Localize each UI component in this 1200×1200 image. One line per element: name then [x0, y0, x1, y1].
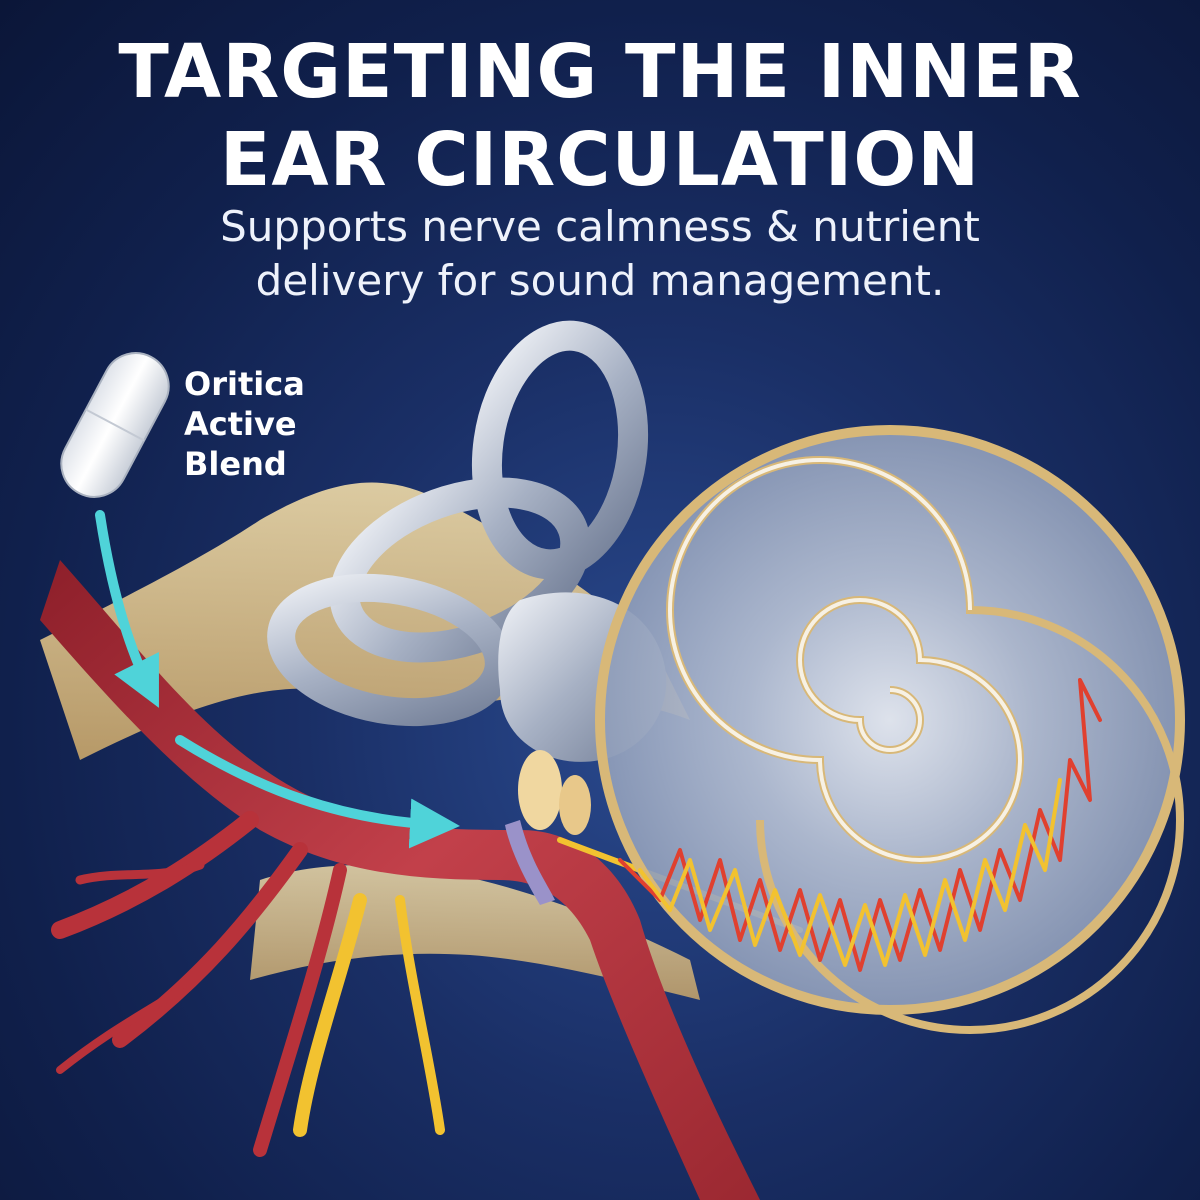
cochlea-spiral-highlight [668, 458, 1022, 862]
capsule-label-line-3: Blend [184, 445, 287, 483]
flow-arrow-icon [95, 510, 460, 849]
capsule-label: Oritica Active Blend [184, 364, 305, 484]
page-subtitle: Supports nerve calmness & nutrient deliv… [0, 200, 1200, 308]
ossicles [505, 750, 591, 905]
vessel-branches [51, 811, 347, 1157]
nerve-signal-wave [618, 678, 1102, 972]
page-title: TARGETING THE INNER EAR CIRCULATION [0, 28, 1200, 204]
cochlea [595, 425, 1185, 1034]
capsule-icon [60, 352, 170, 498]
page-subtitle-line-2: delivery for sound management. [255, 256, 945, 305]
blood-vessel [40, 560, 760, 1200]
page-title-line-2: EAR CIRCULATION [219, 117, 981, 203]
capsule-label-line-2: Active [184, 405, 297, 443]
page-title-line-1: TARGETING THE INNER [118, 29, 1082, 115]
capsule-label-line-1: Oritica [184, 365, 305, 403]
page-subtitle-line-1: Supports nerve calmness & nutrient [220, 202, 980, 251]
